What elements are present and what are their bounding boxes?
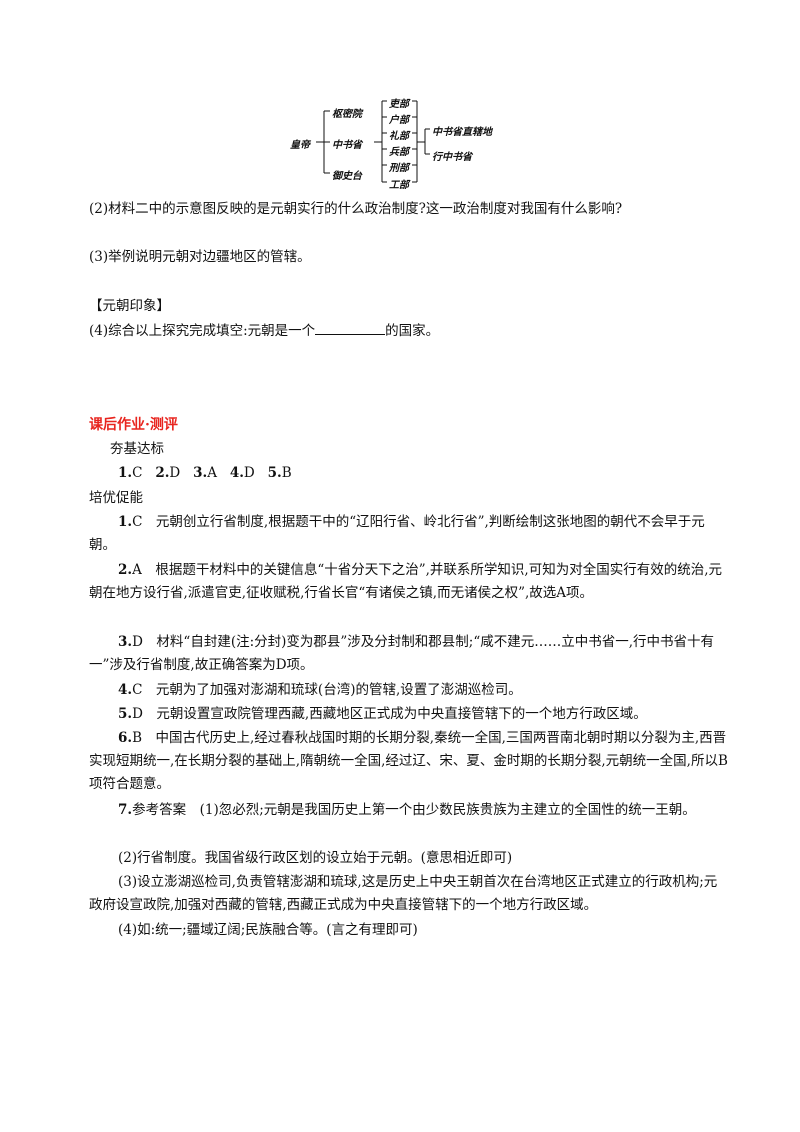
question-3: (3)举例说明元朝对边疆地区的管辖。 bbox=[89, 249, 311, 265]
question-2: (2)材料二中的示意图反映的是元朝实行的什么政治制度?这一政治制度对我国有什么影… bbox=[89, 201, 623, 217]
question-4-text: (4)综合以上探究完成填空:元朝是一个 bbox=[89, 323, 316, 339]
advanced-item-4: 4.C 元朝为了加强对澎湖和琉球(台湾)的管辖,设置了澎湖巡检司。 bbox=[118, 682, 522, 698]
diagram-node-censorate: 御史台 bbox=[332, 171, 362, 182]
answer-7-part-4: (4)如:统一;疆域辽阔;民族融合等。(言之有理即可) bbox=[118, 922, 418, 938]
answer-7-part-3: (3)设立澎湖巡检司,负责管辖澎湖和琉球,这是历史上中央王朝首次在台湾地区正式建… bbox=[89, 874, 718, 913]
diagram-node-emperor: 皇帝 bbox=[290, 140, 310, 151]
advanced-item-2: 2.A 根据题干材料中的关键信息“十省分天下之治”,并联系所学知识,可知为对全国… bbox=[89, 562, 723, 601]
diagram-node-privy-council: 枢密院 bbox=[332, 109, 362, 120]
diagram-node-ministry-revenue: 户部 bbox=[389, 115, 409, 126]
advanced-item-6: 6.B 中国古代历史上,经过春秋战国时期的长期分裂,秦统一全国,三国两晋南北朝时… bbox=[89, 730, 728, 792]
section-title: 课后作业·测评 bbox=[89, 417, 178, 433]
answer-item: 1.C bbox=[118, 465, 143, 481]
diagram-connector-lines bbox=[316, 100, 430, 183]
diagram-node-ministry-war: 兵部 bbox=[389, 147, 409, 158]
impression-heading: 【元朝印象】 bbox=[89, 298, 170, 314]
advanced-item-5: 5.D 元朝设置宣政院管理西藏,西藏地区正式成为中央直接管辖下的一个地方行政区域… bbox=[118, 706, 647, 722]
diagram-node-ministry-justice: 刑部 bbox=[389, 163, 409, 174]
answer-item: 3.A bbox=[193, 465, 217, 481]
administrative-structure-diagram: 皇帝 枢密院 中书省 御史台 吏部 户部 礼部 兵部 刑部 工部 中书省直辖地 … bbox=[290, 96, 530, 191]
answer-item: 5.B bbox=[267, 465, 292, 481]
fill-blank[interactable] bbox=[315, 320, 386, 335]
question-4: (4)综合以上探究完成填空:元朝是一个 的国家。 bbox=[89, 320, 439, 341]
diagram-node-provinces: 行中书省 bbox=[432, 152, 472, 163]
basic-answers: 1.C 2.D 3.A 4.D 5.B bbox=[118, 462, 292, 485]
advanced-heading: 培优促能 bbox=[89, 490, 143, 506]
answer-7-part-2: (2)行省制度。我国省级行政区划的设立始于元朝。(意思相近即可) bbox=[118, 850, 513, 866]
advanced-item-1: 1.C 元朝创立行省制度,根据题干中的“辽阳行省、岭北行省”,判断绘制这张地图的… bbox=[89, 514, 705, 553]
advanced-item-7: 7.参考答案 (1)忽必烈;元朝是我国历史上第一个由少数民族贵族为主建立的全国性… bbox=[118, 802, 696, 818]
diagram-node-ministry-personnel: 吏部 bbox=[389, 99, 409, 110]
advanced-item-3: 3.D 材料“自封建(注:分封)变为郡县”涉及分封制和郡县制;“咸不建元……立中… bbox=[89, 634, 715, 673]
diagram-node-direct-territory: 中书省直辖地 bbox=[432, 127, 492, 138]
diagram-node-ministry-works: 工部 bbox=[389, 180, 409, 191]
question-4-text-end: 的国家。 bbox=[385, 323, 440, 339]
answer-item: 4.D bbox=[229, 465, 255, 481]
diagram-node-ministry-rites: 礼部 bbox=[389, 131, 409, 142]
answer-item: 2.D bbox=[155, 465, 181, 481]
basic-heading: 夯基达标 bbox=[110, 441, 164, 457]
diagram-node-secretariat: 中书省 bbox=[332, 140, 362, 151]
